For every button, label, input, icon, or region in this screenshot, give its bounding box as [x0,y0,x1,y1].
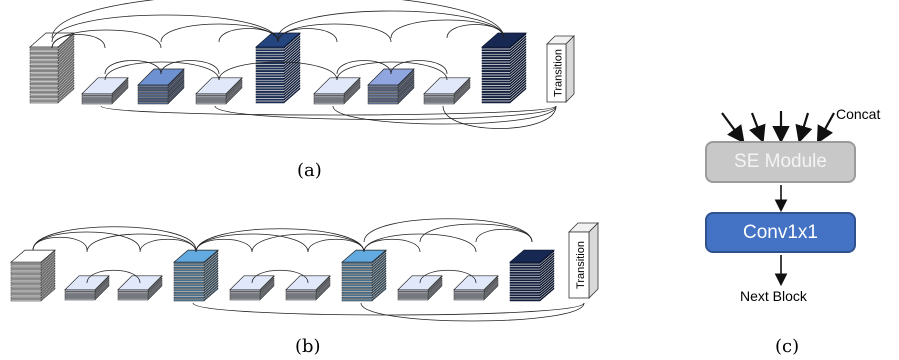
feature-map-a-9 [481,32,527,104]
connection-b [363,233,477,253]
connection-b [419,223,533,243]
connection-b [419,269,477,284]
concat-input-arrow [721,112,745,144]
connection-b [363,218,533,243]
se-module-block: SE Module [705,141,856,183]
feature-map-a-3 [137,68,185,105]
connection-a-transition [100,105,557,116]
connection-b [251,233,365,253]
feature-map-a-4 [195,77,243,105]
connection-a [51,0,505,39]
connection-b [86,269,141,284]
connection-b [139,238,197,253]
connection-a [51,29,162,49]
feature-map-b-8 [397,275,443,301]
concat-input-arrow [795,112,813,144]
connection-b [195,233,309,253]
connection-b [195,228,365,253]
concat-input-arrow [816,112,835,144]
next-block-label: Next Block [740,288,807,304]
connection-a [390,19,505,39]
feature-map-b-4 [173,249,219,302]
feature-map-b-5 [229,275,275,301]
feature-map-b-9 [453,275,499,301]
feature-map-b-6 [285,275,331,301]
connection-a [104,60,162,75]
connection-a [160,60,220,75]
connection-a [336,61,448,81]
caption-b: (b) [295,336,321,357]
connection-a [51,14,279,43]
transition-block-b: Transition [568,222,599,299]
transition-block-a: Transition [546,35,575,103]
connection-a [390,60,448,75]
conv1x1-block: Conv1x1 [705,212,856,253]
feature-map-b-3 [117,275,163,301]
diagram-b: Transition [10,218,599,322]
connection-a [218,61,338,81]
feature-map-a-8 [423,77,471,105]
feature-map-a-6 [313,77,361,105]
connection-a-transition [332,105,557,125]
connection-b [86,233,197,253]
feature-map-a-5 [255,32,301,104]
transition-label: Transition [575,241,587,289]
diagram-a: Transition [29,0,575,129]
connection-b [32,226,197,251]
connection-a [218,28,279,43]
connection-b [32,231,141,251]
feature-map-b-10 [509,249,555,302]
feature-map-b-1 [10,249,56,302]
connection-a [336,60,392,75]
connection-b [251,269,309,284]
transition-label: Transition [553,49,565,97]
connection-a-transition [442,105,557,129]
diagram-c-arrows [721,111,835,287]
connection-a [277,23,392,43]
caption-c: (c) [775,336,800,357]
feature-map-b-2 [64,275,110,301]
feature-map-a-7 [367,68,415,105]
connection-a [104,61,220,81]
concat-label: Concat [836,106,881,122]
feature-map-b-7 [341,249,387,302]
concat-input-arrow [749,112,766,144]
connection-a [277,10,505,39]
feature-map-a-1 [29,32,75,104]
feature-map-a-2 [81,77,129,105]
connection-b-transition [360,302,585,322]
connection-a-transition [214,105,557,120]
connection-a [446,24,505,39]
connection-a [160,23,279,43]
connection-b-transition [192,302,585,316]
caption-a: (a) [297,160,322,181]
